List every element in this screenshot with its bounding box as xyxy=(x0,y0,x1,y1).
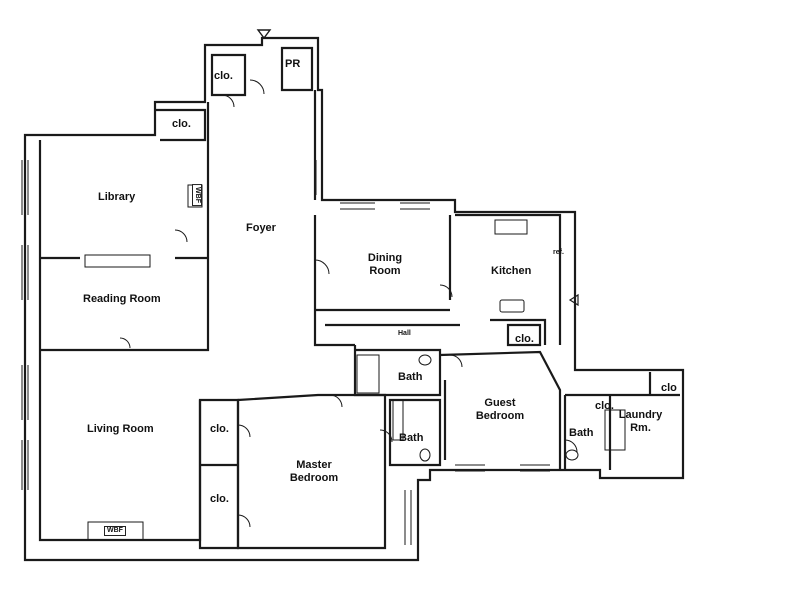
library-closet xyxy=(155,108,207,142)
hall-bath xyxy=(353,345,442,397)
exterior-wall xyxy=(23,36,685,562)
foyer-east-wall-lower xyxy=(313,215,355,347)
label-hall: Hall xyxy=(398,330,411,337)
label-library: Library xyxy=(98,191,136,203)
label-bath-master: Bath xyxy=(399,432,424,444)
label-refrigerator: ref. xyxy=(553,249,564,256)
kitchen-south xyxy=(490,318,547,345)
label-master-bedroom: Master Bedroom xyxy=(289,459,339,484)
walk-in-closet xyxy=(506,323,542,347)
toilet-guest xyxy=(565,449,579,461)
toilet-master xyxy=(419,448,431,462)
sink-kitchen xyxy=(499,299,525,313)
living-room-east xyxy=(38,350,202,542)
fireplace-living xyxy=(87,521,144,541)
label-bath-guest: Bath xyxy=(569,427,594,439)
label-living-room: Living Room xyxy=(87,423,154,435)
laundry-machine xyxy=(604,409,626,451)
label-fireplace-living: WBF xyxy=(104,526,126,537)
label-closet-foyer: clo. xyxy=(214,70,233,82)
label-laundry-room: Laundry Rm. xyxy=(618,409,663,434)
range xyxy=(494,219,528,235)
master-bath xyxy=(388,398,442,467)
label-dining-room: Dining Room xyxy=(367,252,403,277)
label-kitchen: Kitchen xyxy=(491,265,532,277)
label-closet-master-1: clo. xyxy=(210,423,229,435)
foyer-west-wall xyxy=(40,102,210,352)
label-closet-kitchen: clo. xyxy=(515,333,534,345)
entry-closets xyxy=(210,46,314,97)
fireplace-reading xyxy=(84,254,151,268)
tub-master xyxy=(392,399,404,441)
kitchen-inner xyxy=(455,213,562,345)
label-powder-room: PR xyxy=(285,58,301,70)
guest-bedroom-walls xyxy=(439,350,562,470)
label-closet-master-2: clo. xyxy=(210,493,229,505)
label-foyer: Foyer xyxy=(246,222,276,234)
label-fireplace-library: WBF xyxy=(191,184,202,206)
label-closet-library: clo. xyxy=(172,118,191,130)
label-closet-bath: clo. xyxy=(595,400,614,412)
toilet-hall xyxy=(418,354,432,366)
tub xyxy=(356,354,380,394)
laundry-walls xyxy=(563,393,680,470)
label-reading-room: Reading Room xyxy=(83,293,161,305)
label-bath-hall: Bath xyxy=(398,371,423,383)
label-closet-laundry: clo xyxy=(661,382,677,394)
label-guest-bedroom: Guest Bedroom xyxy=(475,397,525,422)
